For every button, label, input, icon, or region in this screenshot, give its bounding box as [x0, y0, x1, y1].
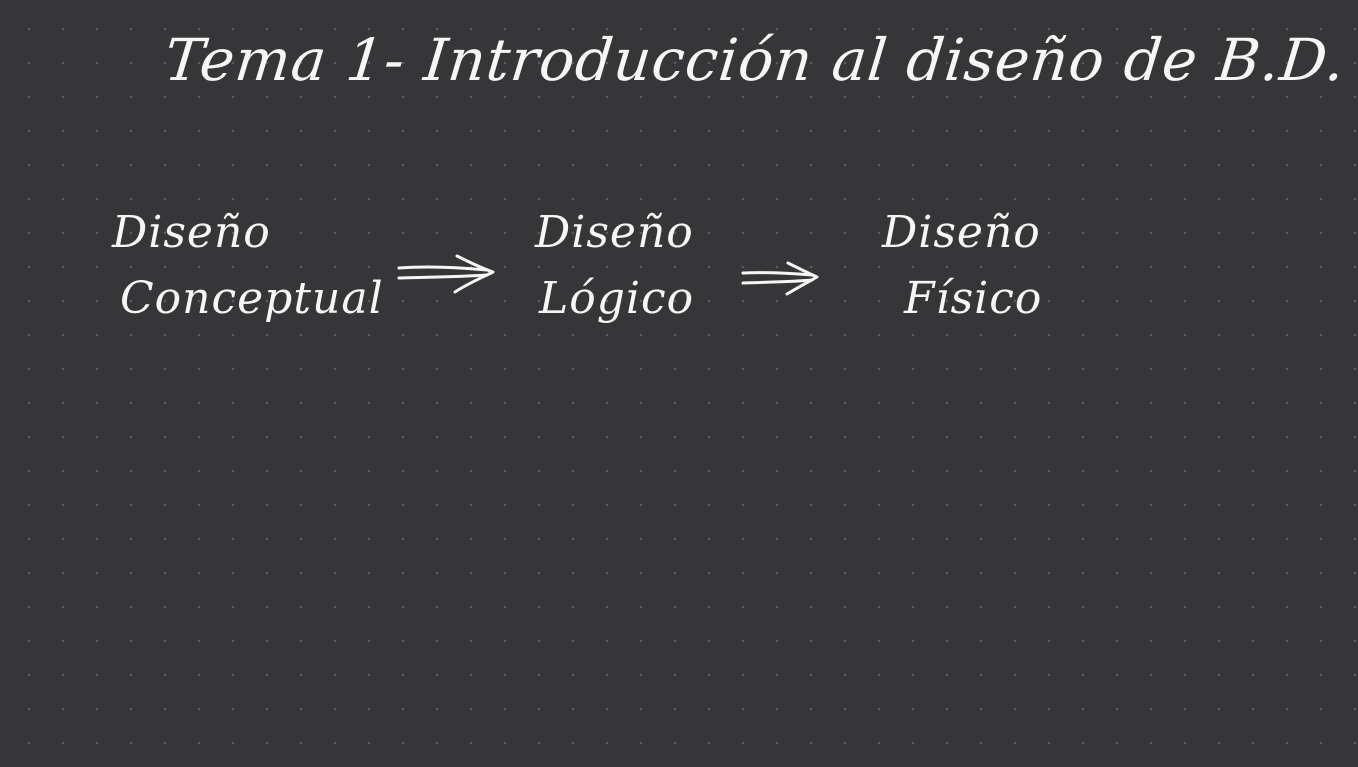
stage-label-line2: Conceptual — [120, 273, 384, 324]
stage-label-line1: Diseño — [882, 207, 1041, 258]
stage-label-line1: Diseño — [112, 207, 271, 258]
stage-label-line2: Lógico — [539, 273, 695, 324]
double-arrow-right-icon — [395, 250, 497, 296]
double-arrow-right-icon — [740, 258, 820, 298]
stage-logico: Diseño Lógico — [535, 200, 775, 332]
stage-label-line1: Diseño — [535, 207, 694, 258]
stage-fisico: Diseño Físico — [882, 200, 1122, 332]
stage-label-line2: Físico — [904, 273, 1043, 324]
page-title: Tema 1- Introducción al diseño de B.D. — [161, 26, 1349, 94]
stage-conceptual: Diseño Conceptual — [112, 200, 384, 332]
